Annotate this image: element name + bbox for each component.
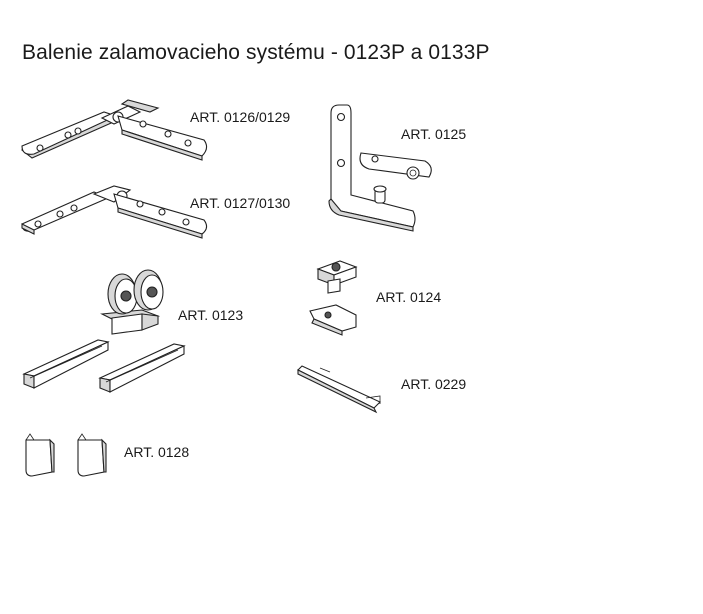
rail-profile-icon xyxy=(22,339,186,393)
angle-bracket-icon xyxy=(328,104,432,232)
art-0123-label: ART. 0123 xyxy=(178,307,244,323)
art-0127-0130-label: ART. 0127/0130 xyxy=(190,195,291,211)
art-0124-label: ART. 0124 xyxy=(376,289,442,305)
art-0229-label: ART. 0229 xyxy=(401,376,467,392)
end-cap-icon xyxy=(25,433,107,477)
hinge-plate-icon xyxy=(20,99,208,161)
key-wrench-icon xyxy=(297,365,381,414)
art-0128-label: ART. 0128 xyxy=(124,444,190,460)
hinge-plate-icon xyxy=(21,185,208,239)
roller-carriage-icon xyxy=(100,269,164,335)
art-0125-label: ART. 0125 xyxy=(401,126,467,142)
guide-clip-icon xyxy=(309,260,358,336)
art-0126-0129-label: ART. 0126/0129 xyxy=(190,109,291,125)
page-title: Balenie zalamovacieho systému - 0123P a … xyxy=(22,41,490,64)
